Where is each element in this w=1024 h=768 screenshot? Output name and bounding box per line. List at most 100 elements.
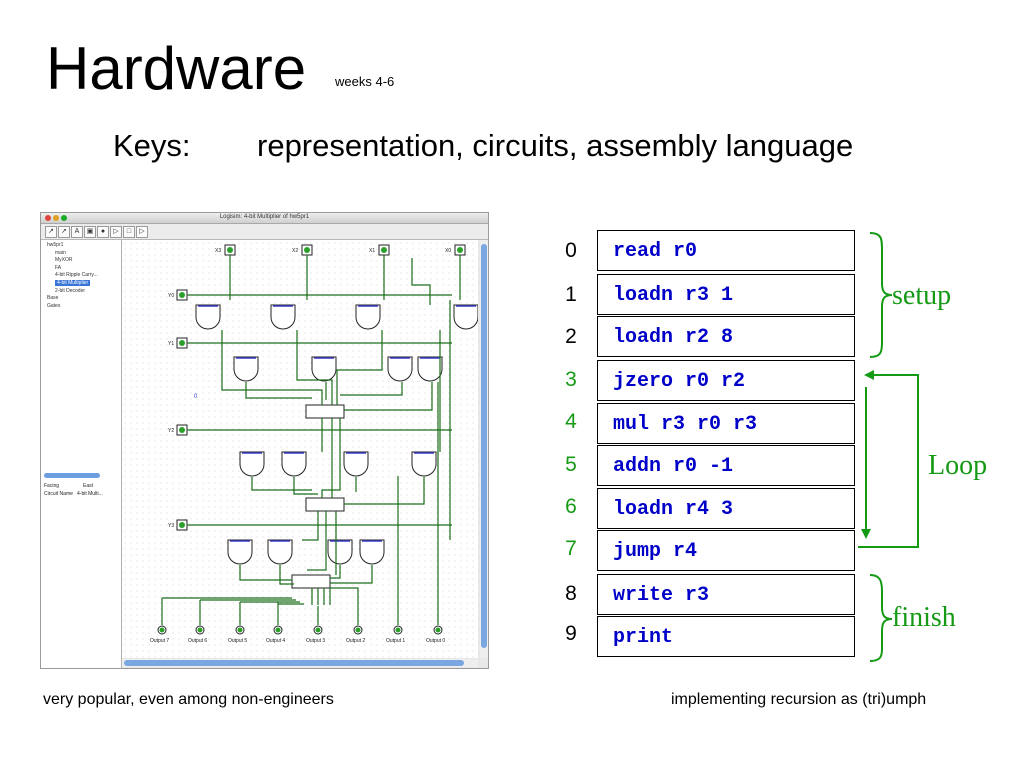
caption-right: implementing recursion as (tri)umph — [671, 691, 927, 708]
program-row: loadn r3 1 — [597, 274, 855, 315]
input-label-y: Y2 — [168, 428, 174, 434]
output-label: Output 7 — [150, 638, 169, 644]
wire — [251, 477, 312, 491]
input-pin-y-led — [179, 427, 185, 433]
input-label-y: Y3 — [168, 523, 174, 529]
attribute-value[interactable]: 4-bit Multi... — [77, 491, 103, 497]
caption-left: very popular, even among non-engineers — [43, 691, 334, 708]
instruction-text: jump r4 — [613, 540, 698, 563]
input-pin-x-led — [457, 247, 463, 253]
output-pin-led — [315, 627, 321, 633]
attribute-value[interactable]: East — [83, 483, 94, 489]
toolbar-tool-2[interactable]: A — [71, 226, 83, 238]
input-label-x: X3 — [215, 248, 221, 254]
input-label-y: Y0 — [168, 293, 174, 299]
instruction-text: write r3 — [613, 584, 710, 607]
keys-label: Keys: — [113, 128, 191, 163]
close-icon[interactable] — [45, 215, 51, 221]
instruction-text: read r0 — [613, 240, 698, 263]
canvas-vertical-scrollbar[interactable] — [480, 240, 488, 658]
slide-title: Hardware — [46, 35, 307, 102]
pin-value: 0 — [194, 394, 198, 400]
and-gate — [453, 304, 479, 330]
program-row: mul r3 r0 r3 — [597, 403, 855, 444]
wire — [245, 382, 312, 399]
tree-item[interactable]: 4-bit Multiplier — [55, 280, 91, 286]
tree-item[interactable]: Gates — [47, 302, 61, 309]
wire — [321, 418, 341, 498]
toolbar-tool-1[interactable]: ➚ — [58, 226, 70, 238]
program-row: loadn r2 8 — [597, 316, 855, 357]
tree-item[interactable]: FA — [55, 264, 62, 271]
slide-subtitle: weeks 4-6 — [335, 74, 395, 89]
instruction-text: loadn r4 3 — [613, 498, 734, 521]
input-pin-y-led — [179, 522, 185, 528]
wire — [307, 511, 327, 571]
loop-arrowhead-down — [861, 529, 871, 539]
minimize-icon[interactable] — [53, 215, 59, 221]
vertical-scroll-thumb[interactable] — [481, 244, 487, 648]
horizontal-scroll-thumb[interactable] — [124, 660, 464, 666]
tree-item[interactable]: MyXOR — [55, 257, 73, 264]
program-row: jump r4 — [597, 530, 855, 571]
line-number: 3 — [565, 368, 577, 391]
loop-arrow-back — [858, 374, 919, 548]
program-row: addn r0 -1 — [597, 445, 855, 486]
output-pin-led — [355, 627, 361, 633]
toolbar-tool-3[interactable]: ▣ — [84, 226, 96, 238]
tree-item[interactable]: 2-bit Decoder — [55, 287, 86, 294]
toolbar-tool-7[interactable]: ▷ — [136, 226, 148, 238]
and-gate — [227, 539, 253, 565]
and-gate — [233, 356, 259, 382]
wire — [296, 330, 333, 405]
attribute-name: Circuit Name — [44, 491, 73, 497]
and-gate — [270, 304, 296, 330]
explorer-scrollbar[interactable] — [44, 473, 100, 478]
and-gate — [417, 356, 443, 382]
keys-text: representation, circuits, assembly langu… — [257, 128, 854, 163]
instruction-text: addn r0 -1 — [613, 455, 734, 478]
input-pin-x-led — [304, 247, 310, 253]
toolbar-tool-5[interactable]: ▷ — [110, 226, 122, 238]
program-row: loadn r4 3 — [597, 488, 855, 529]
output-pin-led — [197, 627, 203, 633]
maximize-icon[interactable] — [61, 215, 67, 221]
input-pin-x-led — [381, 247, 387, 253]
attribute-name: Facing — [44, 483, 60, 489]
line-number: 4 — [565, 410, 577, 433]
wire — [344, 382, 433, 411]
tree-item[interactable]: main — [55, 249, 66, 256]
output-label: Output 2 — [346, 638, 365, 644]
instruction-text: mul r3 r0 r3 — [613, 413, 758, 436]
toolbar-tool-6[interactable]: □ — [123, 226, 135, 238]
and-gate — [359, 539, 385, 565]
line-number: 8 — [565, 582, 577, 605]
program-row: write r3 — [597, 574, 855, 615]
tree-item[interactable]: 4-bit Ripple Carry... — [55, 272, 98, 279]
wire — [340, 382, 403, 396]
line-number: 2 — [565, 325, 577, 348]
line-number: 5 — [565, 453, 577, 476]
tree-item[interactable]: hw5pr1 — [47, 242, 64, 248]
program-row: jzero r0 r2 — [597, 360, 855, 401]
program-row: read r0 — [597, 230, 855, 271]
toolbar-tool-0[interactable]: ↗ — [45, 226, 57, 238]
wire — [293, 477, 318, 495]
input-label-x: X2 — [292, 248, 298, 254]
setup-label: setup — [892, 280, 952, 311]
input-pin-y-led — [179, 292, 185, 298]
output-pin-led — [275, 627, 281, 633]
adder — [291, 574, 331, 589]
tree-item[interactable]: Base — [47, 295, 59, 302]
canvas-horizontal-scrollbar[interactable] — [122, 659, 478, 667]
toolbar-tool-4[interactable]: ● — [97, 226, 109, 238]
and-gate — [195, 304, 221, 330]
instruction-text: loadn r2 8 — [613, 326, 734, 349]
line-number: 6 — [565, 495, 577, 518]
program-annotations — [858, 232, 919, 662]
instruction-text: print — [613, 626, 674, 649]
wire — [336, 330, 383, 405]
